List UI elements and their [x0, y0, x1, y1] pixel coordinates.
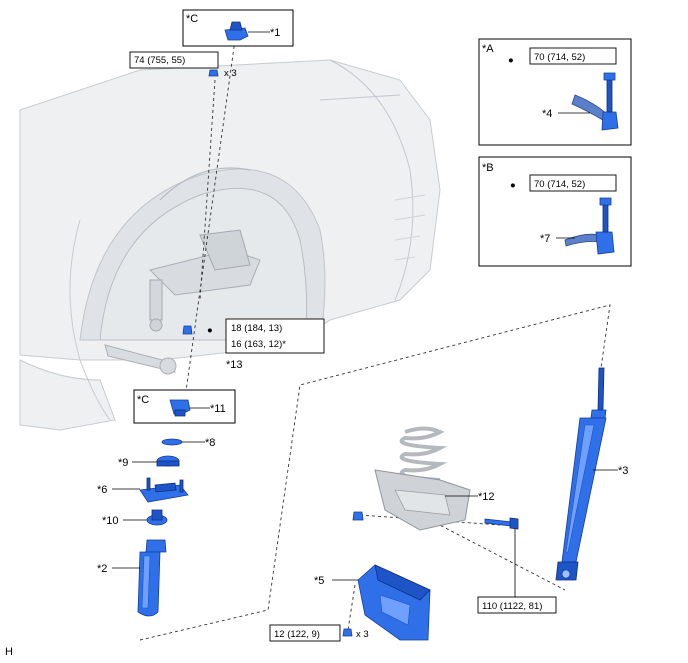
inset-label-a: *A	[482, 43, 494, 55]
cover-bolt-icon	[342, 628, 353, 637]
dot-mark-a: ●	[508, 55, 514, 66]
vehicle-body-illustration	[19, 59, 441, 431]
part-6-upper-mount: *6	[97, 477, 189, 503]
part-4-link	[571, 72, 619, 131]
part-3-shock-absorber	[555, 367, 607, 581]
inset-b: *B ● 70 (714, 52) *7	[478, 156, 632, 267]
assembly-guide-lines	[139, 39, 611, 641]
torque-inset-b-value: 70 (714, 52)	[534, 179, 585, 190]
torque-lower-bolt-box	[477, 596, 557, 614]
label-4: *4	[542, 108, 552, 120]
dot-mark-stab: ●	[207, 325, 213, 336]
torque-top-nut: 74 (755, 55) x 3	[129, 51, 237, 79]
label-11: *11	[210, 403, 226, 415]
dot-mark-b: ●	[510, 180, 516, 191]
part-10-insulator: *10	[102, 509, 168, 527]
label-12: *12	[478, 491, 495, 503]
cover-bolt-qty: x 3	[356, 629, 369, 640]
inset-c-top: *C *1	[182, 9, 294, 47]
part-12-coil-spring-assembly	[374, 426, 471, 531]
label-9: *9	[118, 457, 128, 469]
spring-nut-icon	[352, 511, 364, 521]
part-5-cover	[357, 564, 431, 641]
label-1: *1	[270, 27, 280, 39]
label-5: *5	[314, 575, 324, 587]
inset-c-mid: *C *11	[133, 389, 236, 424]
torque-lower-bolt-value: 110 (1122, 81)	[482, 601, 542, 612]
inset-label-c-mid: *C	[137, 394, 149, 406]
part-9-bearing: *9	[118, 455, 180, 469]
inset-a: *A ● 70 (714, 52) *4	[478, 38, 632, 146]
torque-stabilizer-nut: ● 18 (184, 13) 16 (163, 12)* *13	[182, 318, 325, 371]
torque-top-nut-value: 74 (755, 55)	[134, 55, 185, 66]
label-2: *2	[97, 563, 107, 575]
top-nut-qty: x 3	[224, 68, 237, 79]
torque-inset-a-value: 70 (714, 52)	[534, 52, 585, 63]
torque-cover-bolt-value: 12 (122, 9)	[274, 629, 320, 640]
corner-mark: H	[5, 646, 13, 658]
lower-bolt	[484, 517, 519, 530]
part-1-upper-support	[224, 21, 249, 41]
torque-cover-bolt: 12 (122, 9) x 3	[269, 624, 369, 642]
stabilizer-nut-icon	[182, 325, 193, 335]
inset-label-c-top: *C	[186, 13, 198, 25]
part-11-upper-support	[169, 399, 191, 417]
part-7-link	[564, 197, 615, 255]
top-nut-icon	[208, 69, 219, 77]
part-8-washer: *8	[161, 437, 215, 449]
part-2-bump-stopper: *2	[97, 539, 167, 617]
torque-stab-value-2: 16 (163, 12)*	[231, 339, 286, 350]
label-8: *8	[205, 437, 215, 449]
label-3: *3	[618, 465, 628, 477]
inset-label-b: *B	[482, 162, 494, 174]
torque-stab-value-1: 18 (184, 13)	[231, 323, 282, 334]
label-7: *7	[540, 233, 550, 245]
label-13: *13	[226, 359, 243, 371]
label-6: *6	[97, 484, 107, 496]
label-10: *10	[102, 515, 119, 527]
